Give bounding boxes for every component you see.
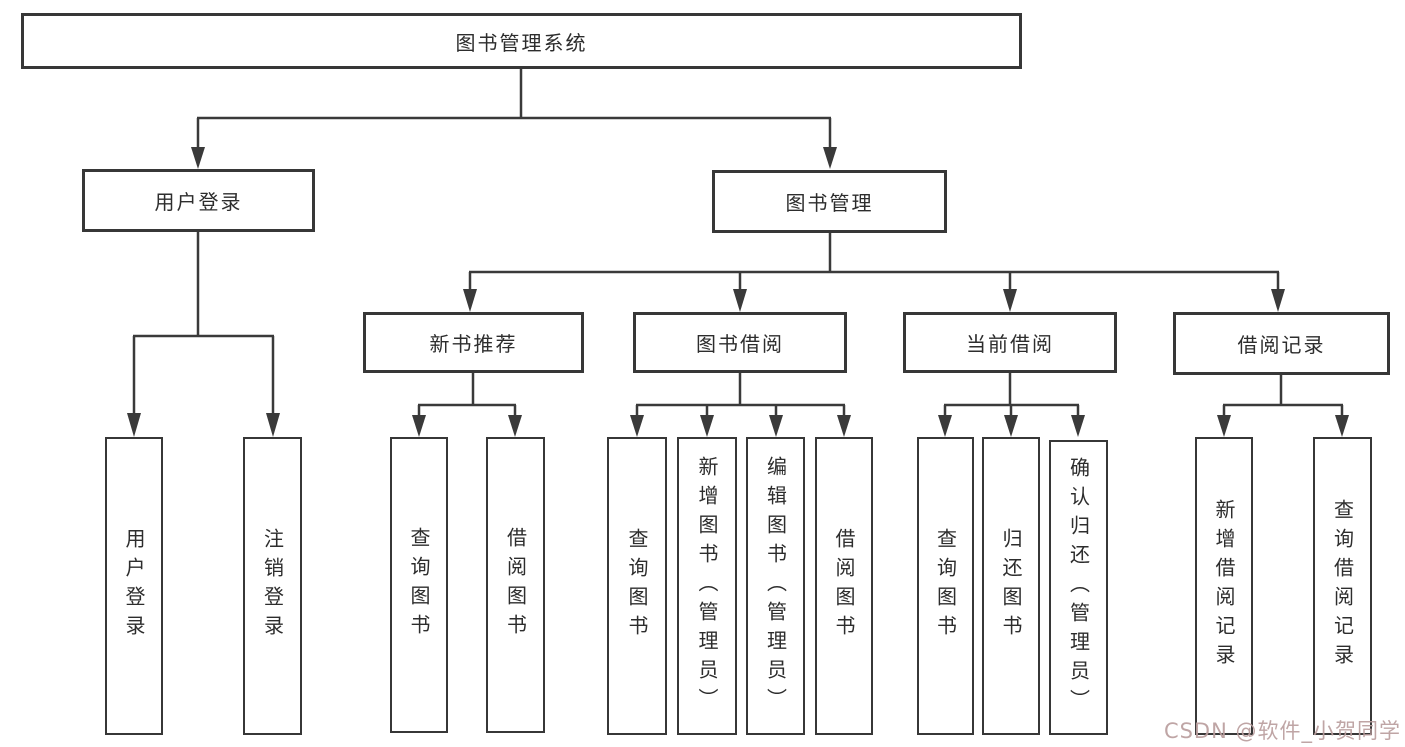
leaf-label: 借阅图书: [503, 527, 528, 643]
node-label: 用户登录: [154, 190, 243, 214]
node-new-book-recommendation: 新书推荐: [363, 312, 584, 373]
leaf-return-books: 归还图书: [982, 437, 1040, 735]
leaf-label: 借阅图书: [832, 528, 856, 644]
leaf-label: 确认归还（管理员）: [1066, 457, 1091, 718]
node-user-login: 用户登录: [82, 169, 315, 232]
leaf-label: 查询图书: [933, 528, 958, 644]
leaf-label: 查询借阅记录: [1330, 499, 1355, 673]
leaf-borrow-books: 借阅图书: [486, 437, 545, 733]
leaf-query-books: 查询图书: [607, 437, 667, 735]
leaf-label: 归还图书: [999, 528, 1023, 644]
leaf-query-books: 查询图书: [390, 437, 448, 733]
node-label: 新书推荐: [429, 332, 518, 356]
leaf-label: 编辑图书（管理员）: [763, 455, 788, 717]
leaf-add-borrow-record: 新增借阅记录: [1195, 437, 1253, 735]
node-label: 借阅记录: [1237, 333, 1326, 357]
leaf-label: 查询图书: [625, 528, 649, 644]
leaf-label: 用户登录: [122, 528, 146, 644]
leaf-label: 新增图书（管理员）: [695, 455, 719, 717]
node-label: 当前借阅: [966, 332, 1054, 356]
leaf-confirm-return-admin: 确认归还（管理员）: [1049, 440, 1108, 735]
node-label: 图书借阅: [696, 332, 784, 356]
leaf-borrow-books: 借阅图书: [815, 437, 873, 735]
leaf-label: 查询图书: [407, 527, 431, 643]
node-borrowing-records: 借阅记录: [1173, 312, 1390, 375]
leaf-query-books: 查询图书: [917, 437, 974, 735]
leaf-logout: 注销登录: [243, 437, 302, 735]
node-book-borrowing: 图书借阅: [633, 312, 847, 373]
leaf-user-login: 用户登录: [105, 437, 163, 735]
node-current-borrowing: 当前借阅: [903, 312, 1117, 373]
leaf-add-books-admin: 新增图书（管理员）: [677, 437, 737, 735]
node-label: 图书管理系统: [455, 30, 588, 55]
leaf-label: 注销登录: [260, 528, 285, 644]
leaf-label: 新增借阅记录: [1212, 499, 1236, 673]
node-library-management-system: 图书管理系统: [21, 13, 1022, 69]
csdn-watermark: CSDN @软件_小贺同学: [1163, 719, 1401, 743]
leaf-query-borrow-record: 查询借阅记录: [1313, 437, 1372, 735]
node-book-management: 图书管理: [712, 170, 947, 233]
leaf-edit-books-admin: 编辑图书（管理员）: [746, 437, 805, 735]
node-label: 图书管理: [785, 191, 874, 215]
